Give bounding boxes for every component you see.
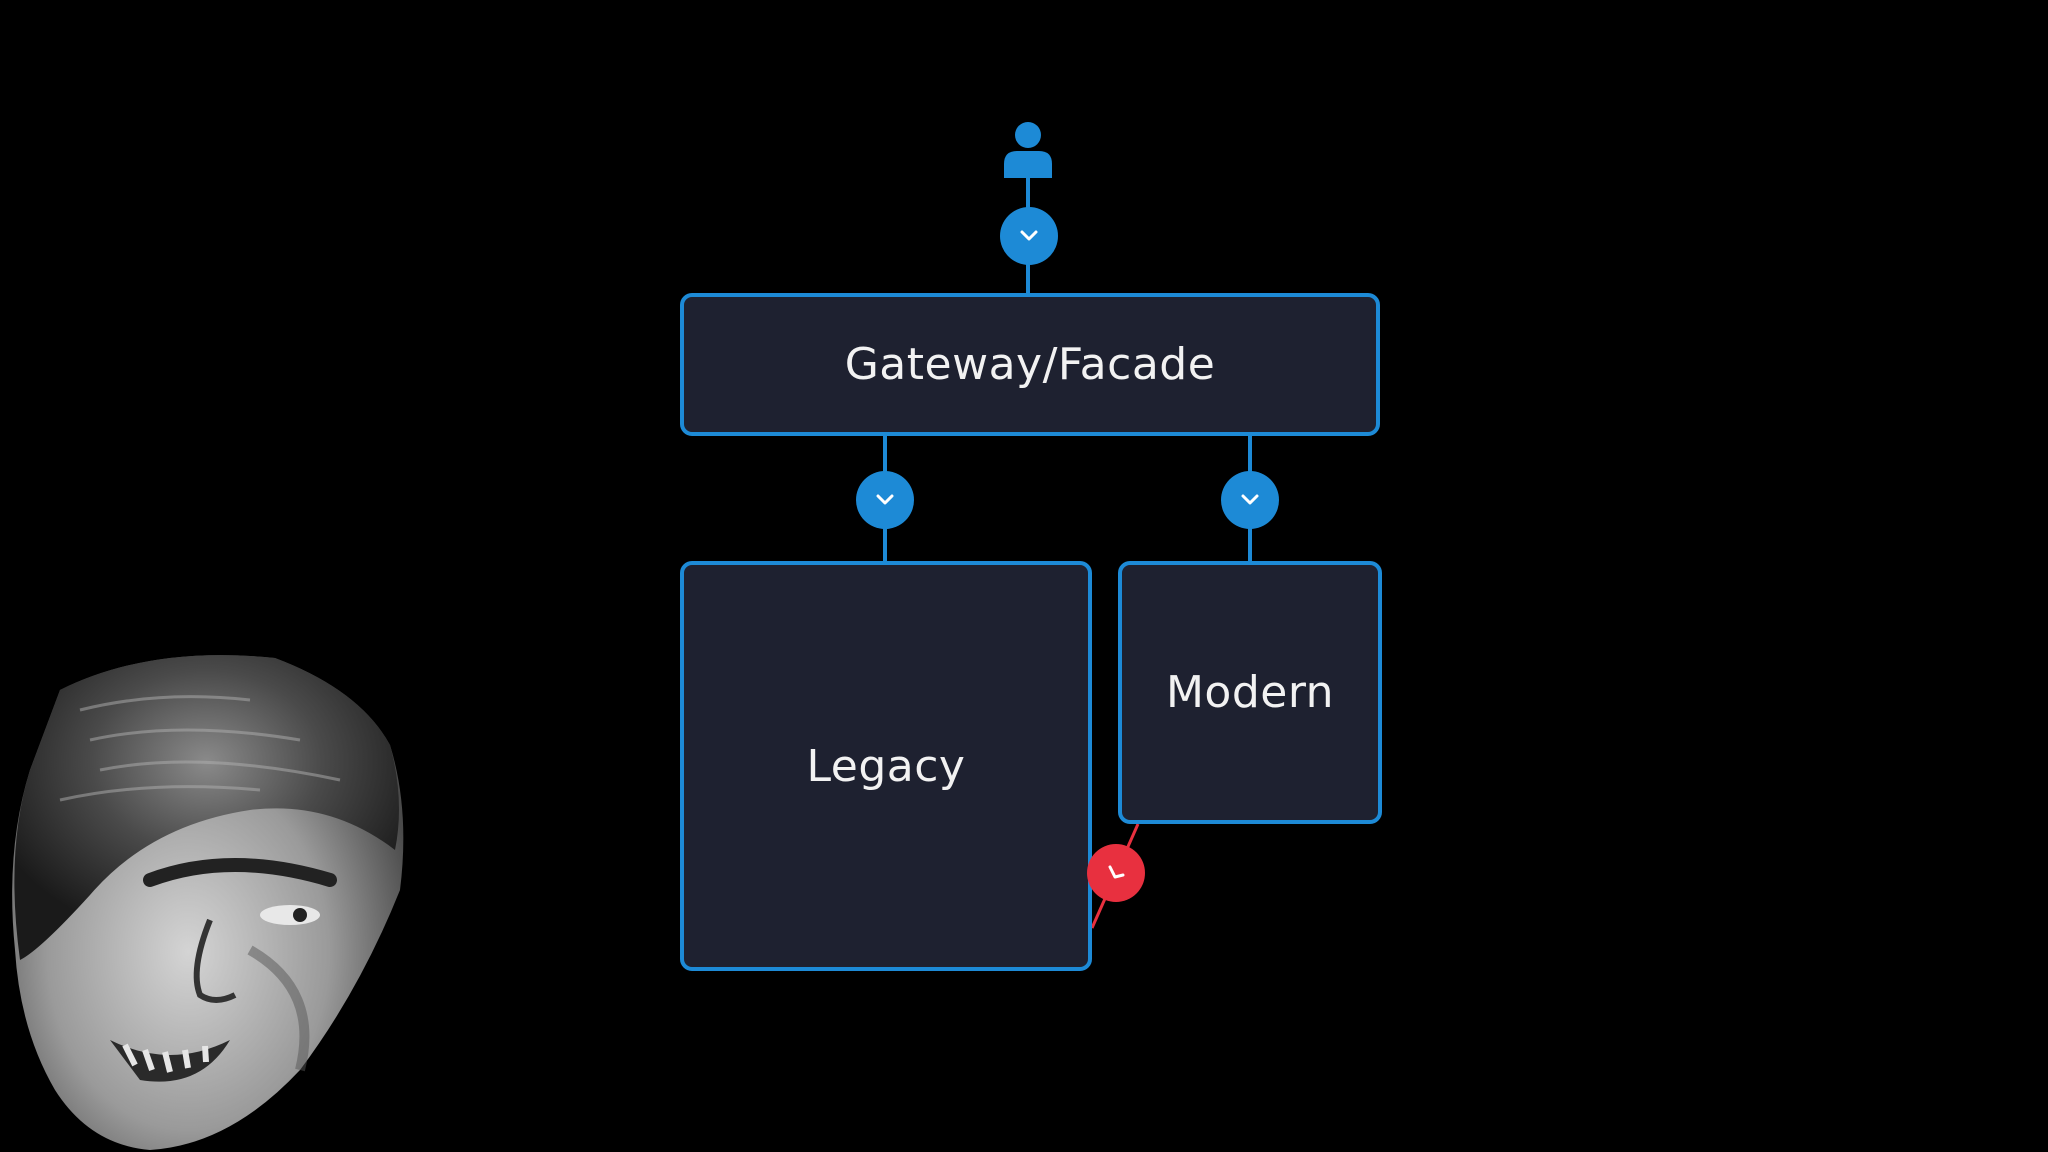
legacy-node: Legacy (680, 561, 1092, 971)
chevron-down-icon (1221, 471, 1279, 529)
modern-label: Modern (1165, 667, 1335, 718)
gateway-label: Gateway/Facade (844, 339, 1216, 390)
chevron-down-icon (1000, 207, 1058, 265)
face-photo (0, 650, 420, 1152)
modern-node: Modern (1118, 561, 1382, 824)
broken-arrow-icon (1087, 844, 1145, 902)
user-icon (1001, 120, 1055, 180)
chevron-down-icon (856, 471, 914, 529)
gateway-node: Gateway/Facade (680, 293, 1380, 436)
legacy-label: Legacy (806, 740, 966, 792)
